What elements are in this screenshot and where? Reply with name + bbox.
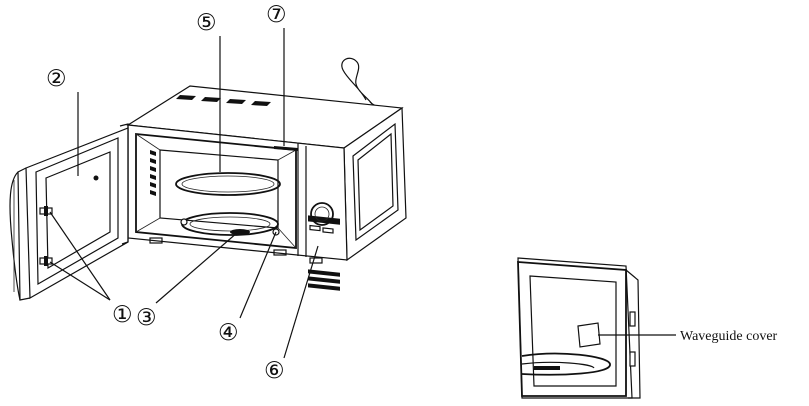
control-dial xyxy=(310,202,334,226)
side-panel-inner xyxy=(352,122,399,242)
waveguide-cover xyxy=(577,322,601,348)
waveguide-marker xyxy=(274,146,298,151)
inset-turntable xyxy=(521,352,611,376)
button-row xyxy=(308,269,340,277)
callout-5: ⑤ xyxy=(196,10,217,36)
top-vents xyxy=(176,95,271,106)
cabinet-front xyxy=(127,124,348,261)
callout-3: ③ xyxy=(136,305,157,331)
microwave-main-illustration xyxy=(9,57,407,301)
control-panel xyxy=(308,202,340,291)
callout-7: ⑦ xyxy=(266,2,287,28)
roller-ring xyxy=(230,229,250,235)
leader-lines xyxy=(49,28,319,359)
waveguide-cover-caption: Waveguide cover xyxy=(680,329,778,344)
inset-cavity-frame xyxy=(517,261,627,397)
cavity-vents xyxy=(150,150,156,196)
inset-illustration: Waveguide cover xyxy=(517,257,778,399)
callout-1: ① xyxy=(112,302,133,328)
callout-4: ④ xyxy=(218,320,239,346)
callout-6: ⑥ xyxy=(264,358,285,384)
callout-2: ② xyxy=(46,66,67,92)
callout-labels: ② ⑤ ⑦ ① ③ ④ ⑥ xyxy=(46,2,287,384)
foot xyxy=(149,237,163,244)
door-window xyxy=(45,151,111,270)
door-latches xyxy=(39,206,53,266)
grill-rack xyxy=(175,172,281,196)
power-cord xyxy=(341,57,373,105)
door-window-frame xyxy=(35,137,119,286)
